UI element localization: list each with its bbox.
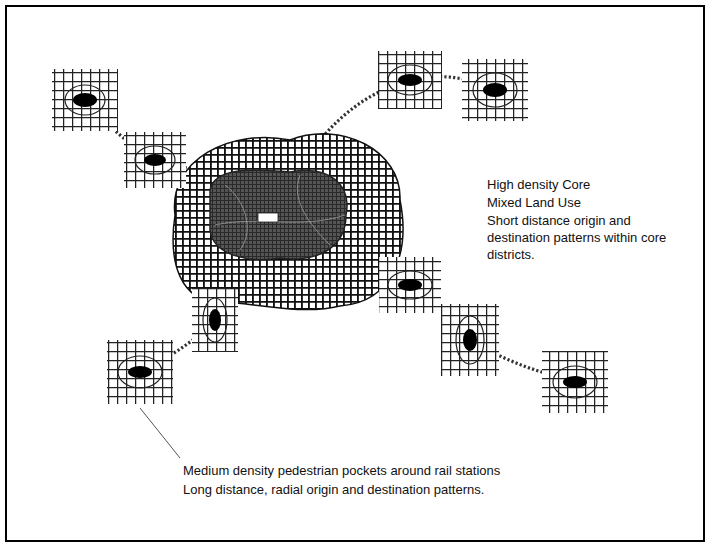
pocket-note: Medium density pedestrian pockets around… — [183, 462, 653, 479]
high-density-core — [173, 134, 403, 310]
pocket-note: Long distance, radial origin and destina… — [183, 481, 653, 498]
rail-station — [128, 366, 152, 378]
walking-radius — [203, 298, 227, 342]
pocket-grid — [542, 351, 608, 413]
pocket-grid — [441, 304, 499, 376]
pocket-grid — [192, 288, 238, 352]
pedestrian-pocket — [462, 59, 528, 121]
pedestrian-pocket — [52, 69, 118, 131]
leader-line — [140, 408, 180, 458]
pocket-grid — [52, 69, 118, 131]
pedestrian-pocket — [441, 304, 499, 376]
walking-radius — [553, 366, 597, 398]
pedestrian-pocket — [107, 340, 173, 404]
pedestrian-pocket — [378, 51, 442, 109]
walking-radius — [65, 85, 105, 115]
core-district — [173, 134, 403, 310]
pedestrian-pocket — [542, 351, 608, 413]
core-note: Short distance origin and destination pa… — [487, 212, 677, 263]
rail-station — [563, 376, 587, 388]
pocket-grid — [378, 51, 442, 109]
walking-radius — [388, 271, 432, 299]
core-center — [210, 170, 347, 259]
walking-radius — [473, 73, 517, 107]
pocket-grid — [107, 340, 173, 404]
rail-station — [73, 93, 97, 107]
core-streets — [215, 175, 345, 250]
rail-station — [398, 279, 422, 291]
rail-station — [398, 74, 422, 86]
pedestrian-pocket — [124, 132, 186, 188]
rail-station — [209, 309, 221, 331]
frame — [6, 6, 704, 541]
core-note: Mixed Land Use — [487, 194, 687, 211]
rail-station — [463, 329, 477, 351]
pedestrian-pocket — [192, 288, 238, 352]
walking-radius — [388, 65, 432, 95]
rail-station — [483, 83, 507, 97]
central-station — [258, 213, 278, 222]
rail-station — [144, 154, 166, 166]
rail-lines — [85, 77, 575, 380]
pocket-grid — [462, 59, 528, 121]
pedestrian-pocket — [379, 257, 441, 313]
pocket-grid — [124, 132, 186, 188]
walking-radius — [456, 316, 484, 364]
pocket-grid — [379, 257, 441, 313]
walking-radius — [135, 146, 175, 174]
core-note: High density Core — [487, 176, 687, 193]
walking-radius — [118, 356, 162, 388]
